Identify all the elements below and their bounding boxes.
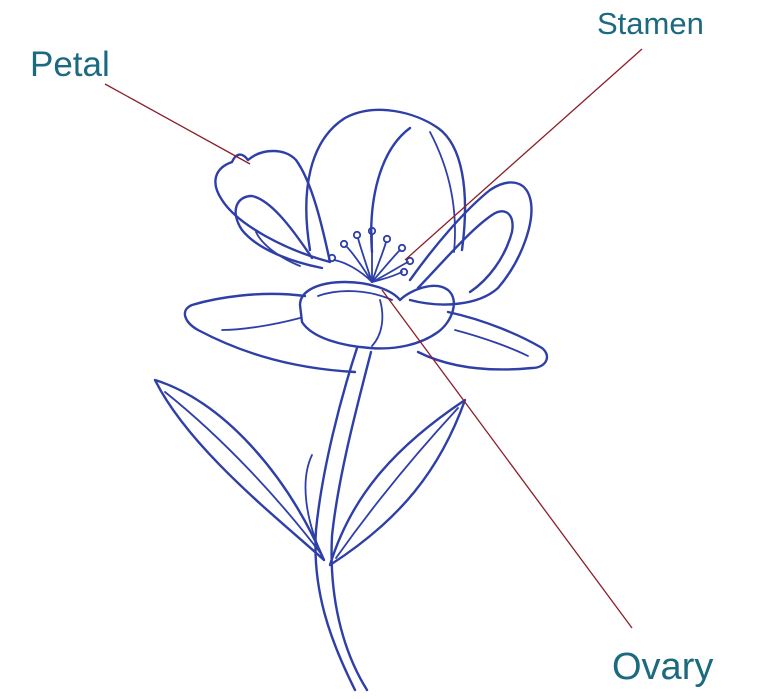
petal-lower-left [185, 294, 355, 372]
petal-left [215, 151, 330, 268]
leaf-right [330, 400, 465, 565]
ovary-label: Ovary [612, 648, 713, 686]
stem [315, 348, 371, 690]
leader-line-petal [105, 84, 250, 164]
stamen-label: Stamen [597, 8, 704, 39]
petal-back [306, 110, 465, 252]
ovary-cup [300, 282, 454, 348]
petal-lower-right [418, 312, 547, 369]
leaf-left [155, 380, 324, 560]
leader-line-ovary [382, 290, 632, 628]
petal-label: Petal [30, 47, 110, 82]
